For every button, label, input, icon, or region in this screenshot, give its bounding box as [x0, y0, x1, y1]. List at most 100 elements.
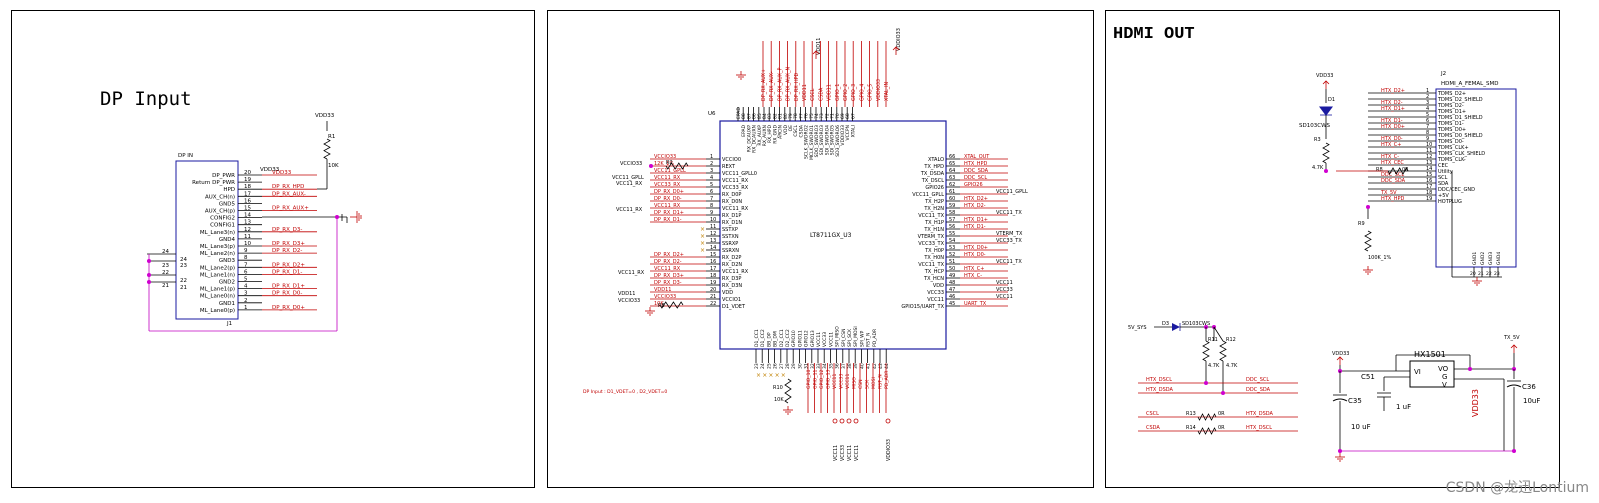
pin-name: XTALI: [850, 125, 856, 137]
pin-name: TDMS_CLK+: [1437, 145, 1469, 151]
pin-number: 2: [710, 161, 713, 167]
ldo-name: HX1501: [1414, 350, 1446, 359]
connector-ref: J1: [226, 321, 232, 327]
pin-name: VCC11_TX: [918, 213, 944, 219]
net-label: DP_RX_D1+: [654, 210, 684, 216]
page-title: HDMI OUT: [1113, 25, 1195, 44]
gnd-pin-name: GND3: [1488, 252, 1494, 265]
pin-number: 33: [816, 363, 822, 369]
pin-number: 67: [850, 113, 856, 119]
pin-number: 34: [822, 363, 828, 369]
pin-number: 76: [804, 113, 810, 119]
ldo-pin: VI: [1414, 368, 1421, 376]
pin-number: 66: [949, 154, 955, 160]
no-connect-icon: ×: [700, 240, 705, 247]
net-label: VDD11: [827, 84, 833, 101]
pin-name: RX_D3P: [722, 276, 741, 282]
pin-name: MCLK_SWDRO1: [809, 125, 815, 160]
pin-name: VCCPN: [845, 125, 851, 140]
net-label: DP_RX_AUX-: [272, 191, 306, 197]
pin-name: TX_HPD: [923, 164, 944, 170]
no-connect-icon: ×: [700, 247, 705, 254]
cap-ref: C36: [1522, 383, 1536, 391]
diode-part: SD103CWS: [1299, 123, 1331, 129]
pin-name: TDMS_D1-: [1437, 121, 1464, 127]
connector-name: HDMI_A_FEMAL_SMD: [1441, 81, 1498, 87]
junction-dot: [1324, 169, 1328, 173]
pin-name: SDI_SWDRO3: [819, 125, 825, 155]
pin-number: 23: [754, 363, 760, 369]
net-label: DDC_SDA: [964, 168, 989, 174]
pin-name: SPI_CSN: [841, 328, 847, 347]
net-label: VDDIO33: [876, 79, 882, 101]
pin-number: 17: [244, 191, 251, 197]
net-label: VCC33: [996, 287, 1013, 293]
pin-name: GND4: [219, 237, 236, 243]
net-label: HTX_D1-: [1381, 118, 1403, 124]
pin-name: RX_D3N: [722, 283, 742, 289]
no-connect-icon: ×: [775, 372, 780, 379]
pin-name: RX_D2N: [722, 262, 742, 268]
cap-ref: C51: [1361, 373, 1375, 381]
net-label: VCC11_TX: [996, 210, 1022, 216]
diode-part: SD103CWS: [1182, 321, 1210, 327]
pin-name: TX_H1P: [924, 220, 944, 226]
net-label: DP_RX_D0-: [272, 291, 302, 297]
net-label: GPIO_11: [813, 369, 819, 389]
net-label: VDD11: [654, 287, 671, 293]
pin-number: 64: [949, 168, 955, 174]
no-connect-icon: ×: [700, 233, 705, 240]
pin-name: TX_DSCL: [921, 178, 944, 184]
diode-icon: [1319, 106, 1333, 116]
detect-resistor: [659, 301, 684, 309]
pin-number: 26: [773, 363, 779, 369]
net-label: HTX_DSCL: [1146, 377, 1172, 383]
side-pin-number: 24: [180, 257, 187, 263]
pin-name: PD_ADR: [872, 329, 878, 347]
vdd-label: VDD33: [315, 113, 335, 119]
pin-number: 2: [244, 298, 248, 304]
pin-name: HPD: [223, 187, 235, 193]
no-connect-icon: ×: [700, 226, 705, 233]
pin-name: CONFIG1: [210, 223, 235, 229]
pin-name: RX_DCAUXN: [752, 125, 758, 153]
cap-plate: [1506, 384, 1522, 388]
pin-number: 81: [778, 113, 784, 119]
net-label: HTX_D1+: [1381, 106, 1405, 112]
net-label: DP_RX_D0-: [654, 196, 682, 202]
resistor-ref: R2: [666, 160, 673, 166]
pin-number: 18: [244, 184, 251, 190]
net-label: DP_RX_D2-: [654, 259, 682, 265]
power-label: VCC11: [854, 445, 860, 461]
pin-number: 11: [710, 224, 716, 230]
net-label: VCCIO33: [654, 294, 676, 300]
pin-name: GPIO26: [925, 185, 944, 191]
pin-number: 27: [779, 363, 785, 369]
gnd-pin-name: GND2: [1480, 252, 1486, 265]
pin-number: 7: [1426, 124, 1429, 130]
net-label: DP_RX_D0+: [654, 189, 684, 195]
pin-number: 14: [1426, 166, 1432, 172]
cap-value: 1 uF: [1396, 403, 1411, 411]
net-label: HTX_D0+: [1381, 124, 1405, 130]
diode-icon: [1172, 323, 1180, 331]
pin-number: 5: [710, 182, 713, 188]
resistor-value: 100K_1%: [1368, 255, 1392, 261]
pin-number: 42: [872, 363, 878, 369]
r9-resistor: [1364, 230, 1372, 252]
pin-number: 37: [841, 363, 847, 369]
pin-number: 1: [1426, 88, 1429, 94]
net-label: GPIO_12: [819, 369, 825, 389]
pin-name: AUX_CH(n): [205, 194, 235, 200]
gnd-pin-number: 20: [1470, 271, 1476, 277]
net-label: HTX_C-: [1381, 154, 1399, 160]
cap-value: 10 uF: [1351, 423, 1371, 431]
pin-name: ARCIN: [778, 125, 784, 139]
pin-name: TX_HCP: [924, 269, 944, 275]
pin-number: 62: [949, 182, 955, 188]
pin-name: ML_Lane3(n): [200, 230, 235, 236]
pin-name: CSCL: [793, 125, 799, 137]
pin-name: ML_Lane0(p): [200, 308, 235, 314]
